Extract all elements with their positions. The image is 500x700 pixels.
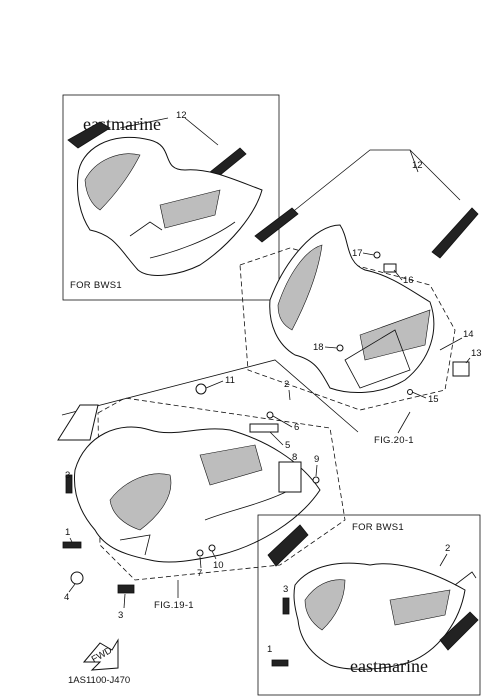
part-9 bbox=[312, 476, 320, 484]
callout-1-inset: 1 bbox=[267, 644, 272, 655]
inset-frame bbox=[62, 94, 280, 301]
part-15 bbox=[407, 389, 413, 395]
decal-inset-bottom bbox=[439, 611, 479, 651]
callout-14: 14 bbox=[463, 329, 474, 340]
callout-2-inset: 2 bbox=[445, 543, 450, 554]
part-16 bbox=[383, 263, 397, 273]
part-4 bbox=[70, 571, 84, 585]
callout-7: 7 bbox=[197, 568, 202, 579]
callout-5: 5 bbox=[285, 440, 290, 451]
inset-caption-top: FOR BWS1 bbox=[70, 280, 122, 291]
part-8 bbox=[278, 461, 302, 493]
decal-left-inset bbox=[67, 121, 111, 149]
callout-17: 17 bbox=[352, 248, 363, 259]
inset-caption-bottom: FOR BWS1 bbox=[352, 522, 404, 533]
part-13 bbox=[452, 361, 470, 377]
callout-10: 10 bbox=[213, 560, 224, 571]
part-3-left bbox=[65, 474, 73, 494]
callout-6: 6 bbox=[294, 422, 299, 433]
part-5 bbox=[249, 423, 279, 433]
callout-11: 11 bbox=[225, 375, 235, 386]
callout-8: 8 bbox=[292, 452, 297, 463]
callout-3-bottom: 3 bbox=[118, 610, 123, 621]
callout-2: 2 bbox=[284, 379, 289, 390]
callout-4: 4 bbox=[64, 592, 69, 603]
part-3-inset bbox=[282, 597, 290, 615]
decal-12-left bbox=[254, 207, 299, 243]
callout-3-inset: 3 bbox=[283, 584, 288, 595]
fig20-caption: FIG.20-1 bbox=[374, 435, 414, 446]
callout-18: 18 bbox=[313, 342, 324, 353]
assembly-fig19: 11 2 6 5 8 9 7 10 3 1 4 3 FIG.19-1 bbox=[57, 359, 359, 621]
fig19-frame-top bbox=[61, 359, 359, 433]
part-1 bbox=[62, 541, 82, 549]
decal-12-right bbox=[431, 207, 479, 259]
fig19-caption: FIG.19-1 bbox=[154, 600, 194, 611]
part-10 bbox=[208, 544, 216, 552]
part-1-inset bbox=[271, 659, 289, 667]
footer-code: 1AS1100-J470 bbox=[68, 675, 130, 686]
callout-3-left: 3 bbox=[65, 470, 70, 481]
assembly-fig20: 12 17 16 18 14 13 15 FIG.20-1 bbox=[239, 149, 482, 446]
inset-frame-bottom bbox=[257, 514, 481, 696]
bracket-left bbox=[57, 404, 99, 441]
decal-fig19 bbox=[267, 524, 309, 567]
part-3-bottom bbox=[117, 584, 135, 594]
part-7 bbox=[196, 549, 204, 557]
inset-bottom-right: FOR BWS1 2 3 1 eastmarine bbox=[257, 514, 481, 696]
callout-15: 15 bbox=[428, 394, 439, 405]
callout-12: 12 bbox=[412, 160, 423, 171]
fig19-dashed-outline bbox=[97, 397, 346, 581]
part-17 bbox=[373, 251, 381, 259]
watermark-bottom: eastmarine bbox=[350, 656, 428, 676]
inset-top-left: eastmarine 12 FOR BWS1 bbox=[62, 94, 280, 301]
callout-13: 13 bbox=[471, 348, 482, 359]
fwd-arrow: FWD bbox=[82, 638, 119, 671]
callout-16: 16 bbox=[403, 275, 414, 286]
callout-1-left: 1 bbox=[65, 527, 70, 538]
callout-9: 9 bbox=[314, 454, 319, 465]
part-18 bbox=[336, 344, 344, 352]
part-11 bbox=[195, 383, 207, 395]
callout-12-inset: 12 bbox=[176, 110, 187, 121]
part-6 bbox=[266, 411, 274, 419]
